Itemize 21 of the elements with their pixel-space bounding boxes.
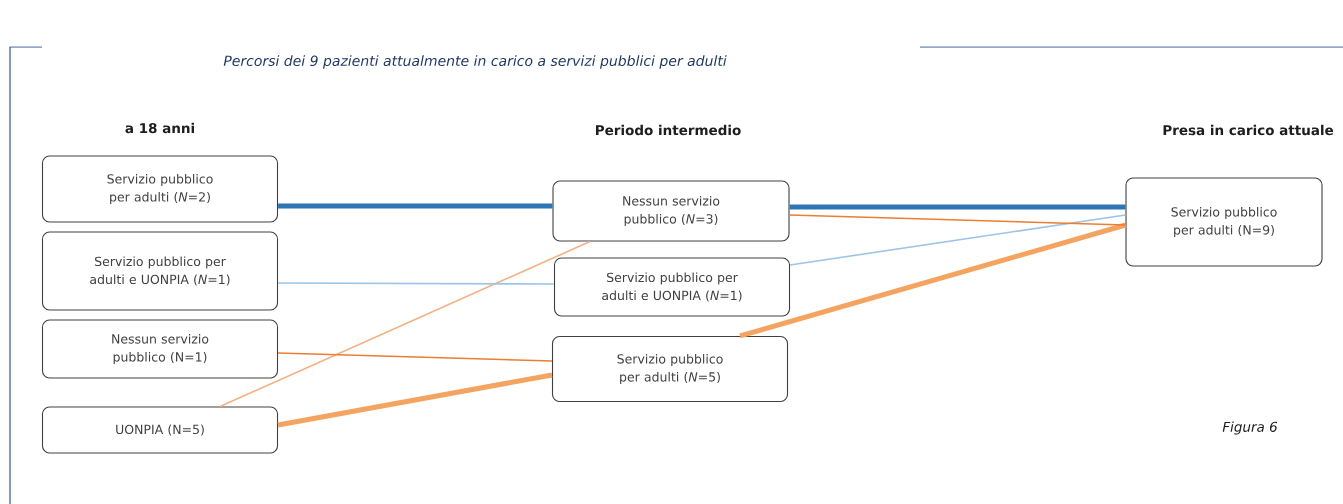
- process-box: Nessun servizio pubblico (N=3): [552, 180, 790, 242]
- flow-line: [278, 203, 553, 209]
- process-box: Servizio pubblico per adulti e UONPIA (N=1): [553, 257, 791, 317]
- process-box: Servizio pubblico per adulti (N=5): [551, 335, 789, 403]
- process-box: Nessun servizio pubblico (N=1): [41, 319, 279, 379]
- flow-line: [219, 240, 591, 408]
- flow-line: [277, 372, 553, 428]
- column-heading: a 18 anni: [125, 122, 194, 134]
- process-box: UONPIA (N=5): [41, 406, 279, 454]
- process-box: Servizio pubblico per adulti e UONPIA (N=1): [41, 231, 279, 311]
- flow-line: [788, 214, 1127, 226]
- flow-line: [789, 214, 1127, 266]
- process-box: Servizio pubblico per adulti (N=9): [1125, 177, 1323, 267]
- title: Percorsi dei 9 pazienti attualmente in carico a servizi pubblici per adulti: [223, 55, 727, 69]
- figure-number: Figura 6: [1222, 421, 1278, 435]
- flow-line: [277, 352, 553, 362]
- process-box: Servizio pubblico per adulti (N=2): [41, 155, 279, 223]
- column-heading: Periodo intermedio: [596, 124, 741, 136]
- column-heading: Presa in carico attuale: [1163, 124, 1334, 136]
- flow-line: [789, 204, 1126, 210]
- flow-line: [277, 282, 555, 285]
